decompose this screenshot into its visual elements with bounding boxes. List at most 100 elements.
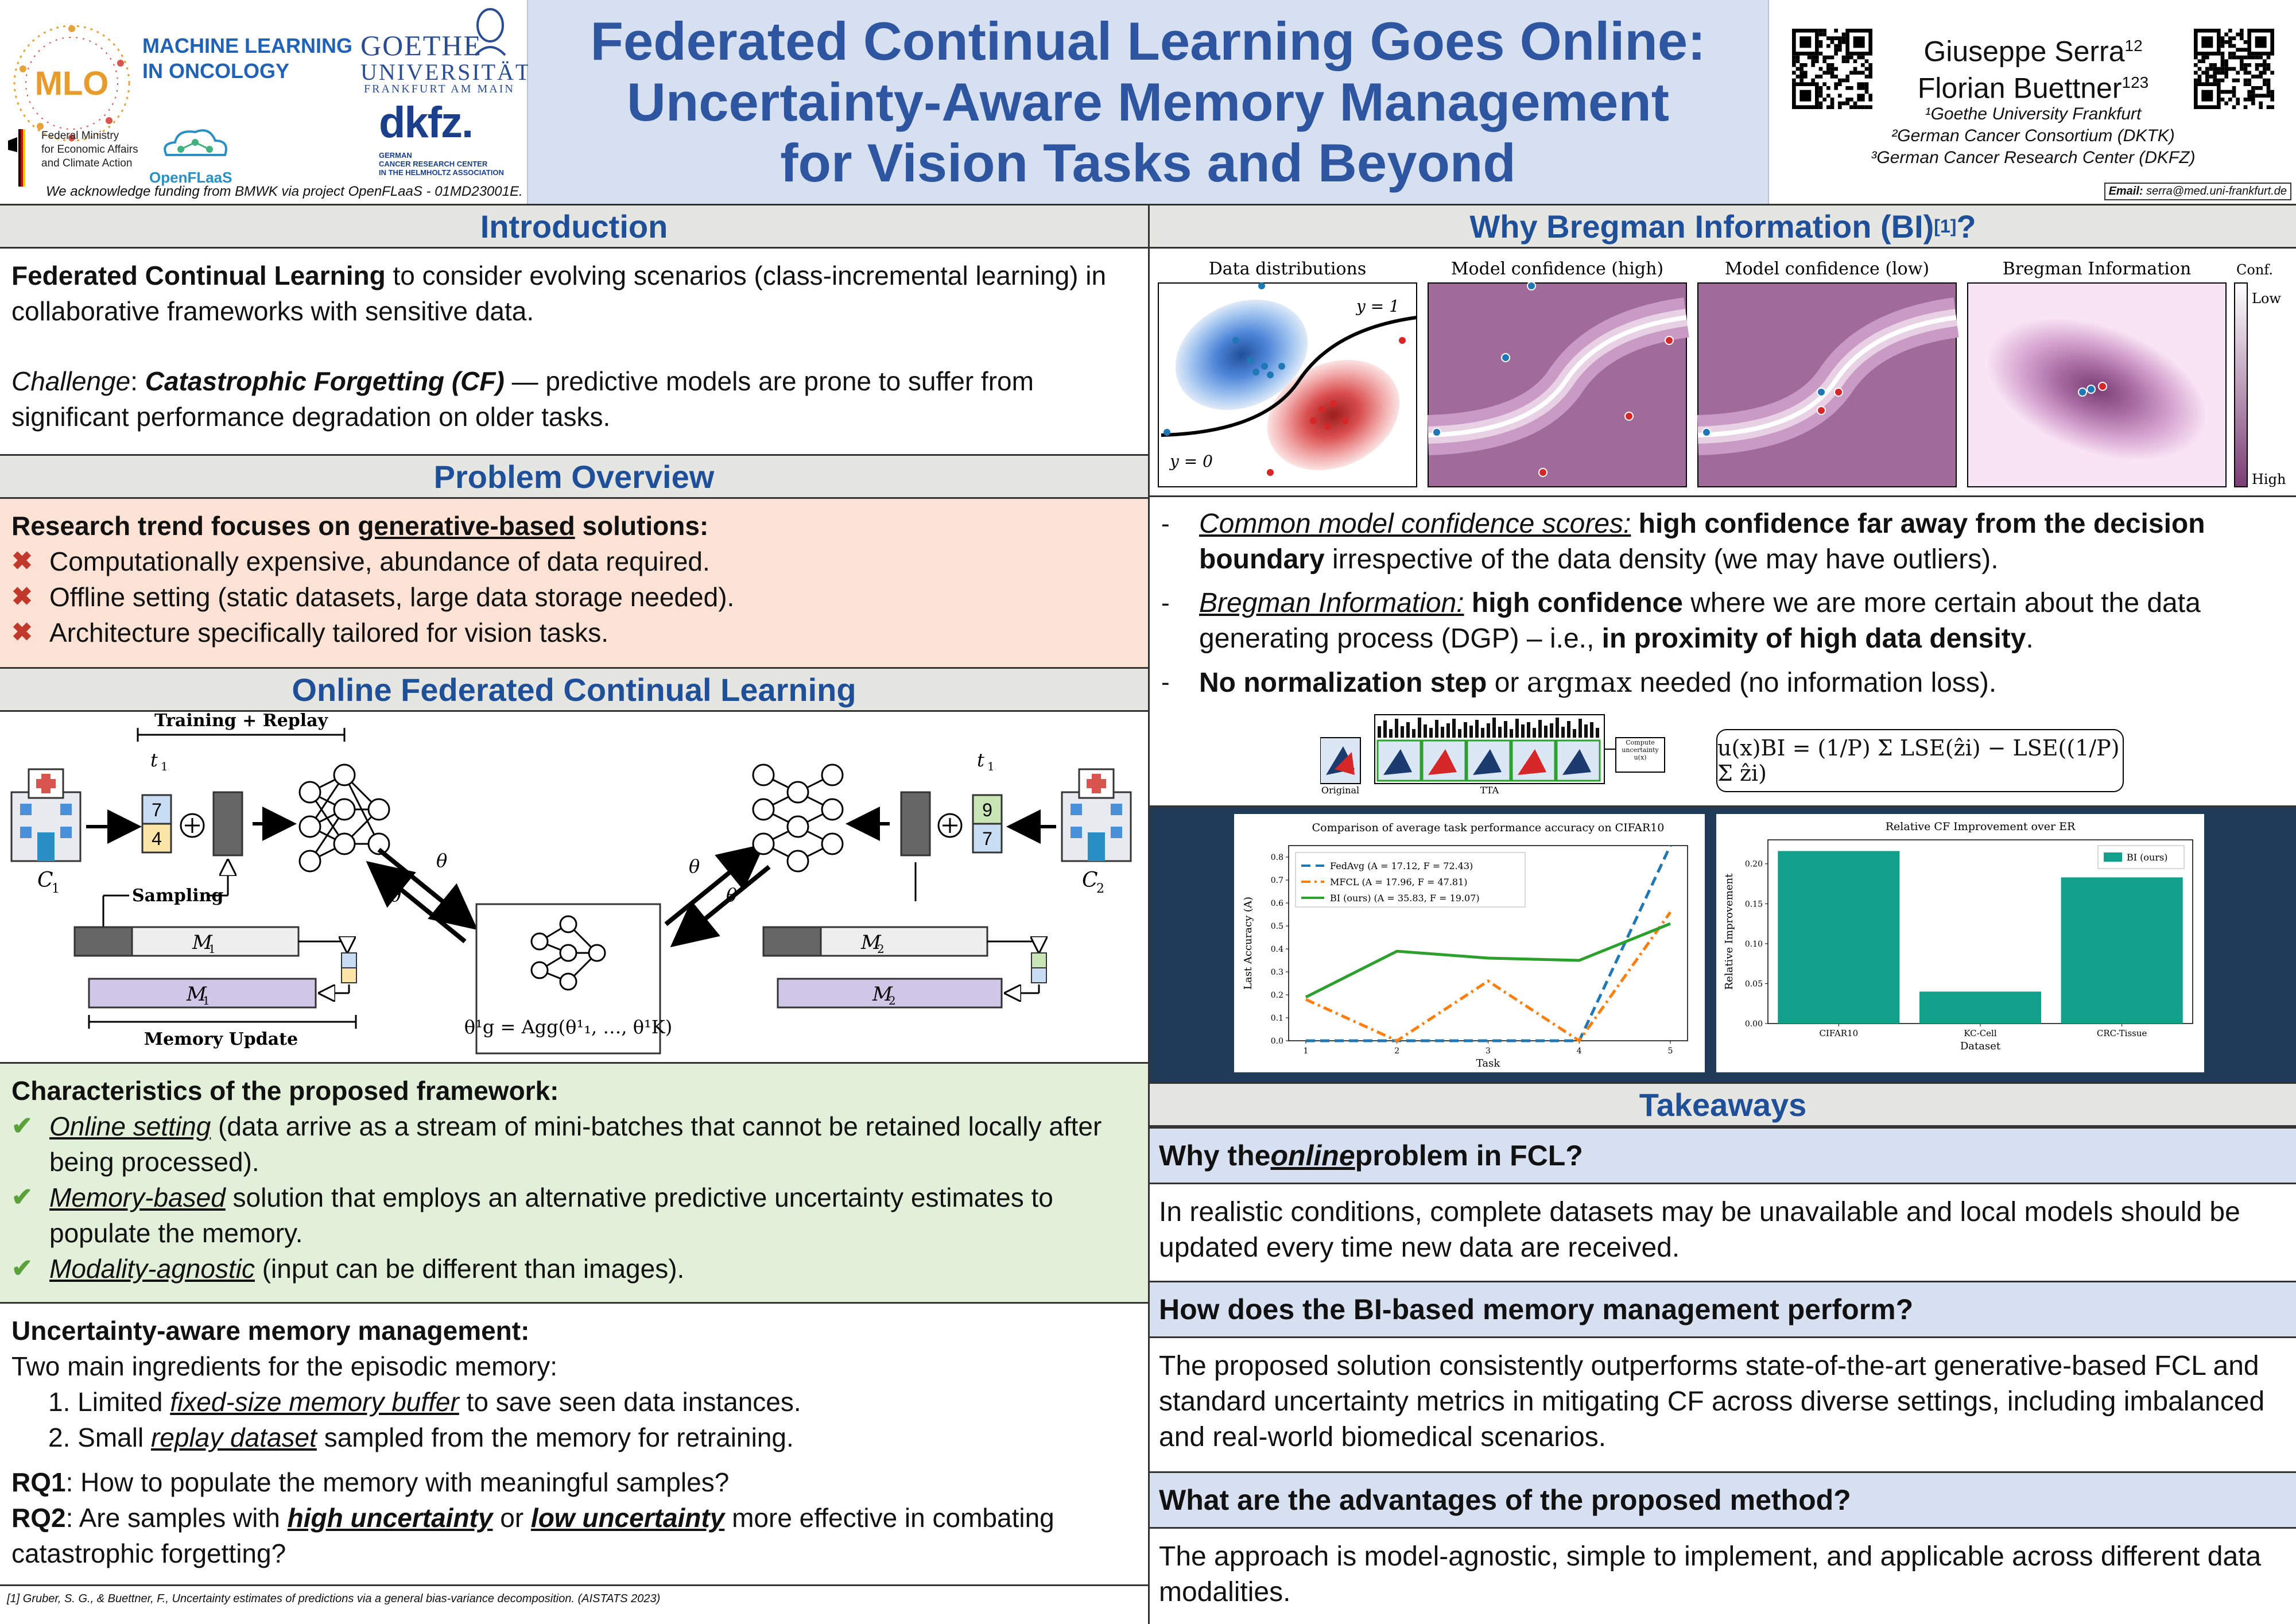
qr-code-github-icon[interactable] [2194, 29, 2274, 109]
qr-module [2197, 75, 2202, 79]
qr-module [2255, 75, 2259, 79]
qr-module [1830, 40, 1835, 44]
svg-text:y = 1: y = 1 [1355, 297, 1399, 316]
bi-formula: u(x)BI = (1/P) Σ LSE(ẑi) − LSE((1/P) Σ ẑ… [1716, 729, 2124, 792]
qr-module [2213, 75, 2217, 79]
qr-module [1818, 29, 1823, 33]
qr-finder [2201, 90, 2213, 102]
qr-module [2213, 63, 2217, 67]
qr-module [1845, 59, 1849, 63]
qr-module [1841, 59, 1846, 63]
qr-module [1861, 82, 1865, 86]
qr-module [2243, 98, 2248, 102]
qr-module [2205, 67, 2209, 71]
takeaway-answer-1: In realistic conditions, complete datase… [1159, 1197, 2240, 1263]
affiliation-1: ¹Goethe University Frankfurt [1925, 104, 2142, 123]
qr-module [1838, 82, 1842, 86]
qr-module [1861, 105, 1865, 109]
qr-module [2240, 36, 2244, 40]
qr-module [2209, 63, 2213, 67]
mlo-logo-icon: MLO [13, 25, 130, 142]
intro-heading: Introduction [0, 204, 1148, 249]
qr-module [1792, 55, 1796, 60]
qr-module [2228, 98, 2232, 102]
author-2: Florian Buettner123 [1917, 72, 2149, 104]
qr-module [2228, 40, 2232, 44]
eagle-icon [8, 129, 25, 187]
qr-module [1864, 86, 1869, 90]
qr-module [1818, 90, 1823, 94]
svg-text:Data distributions: Data distributions [1209, 259, 1367, 279]
qr-module [2255, 67, 2259, 71]
qr-module [1853, 67, 1857, 71]
legend-entry: MFCL (A = 17.96, F = 47.81) [1330, 877, 1468, 887]
svg-text:θ: θ [390, 884, 401, 906]
qr-module [1811, 59, 1815, 63]
neural-network-icon [298, 763, 390, 873]
confidence-high-plot [1427, 281, 1689, 487]
qr-module [2213, 78, 2217, 83]
qr-module [1834, 75, 1838, 79]
x-tick-label: KC-Cell [1964, 1028, 1997, 1038]
qr-module [2251, 98, 2255, 102]
qr-module [1822, 55, 1826, 60]
y-axis-label: Relative Improvement [1723, 873, 1735, 990]
qr-module [2228, 36, 2232, 40]
qr-module [2228, 52, 2232, 56]
qr-module [2220, 78, 2225, 83]
qr-module [2232, 105, 2236, 109]
svg-text:C: C [37, 869, 53, 892]
qr-module [1849, 98, 1853, 102]
bregman-information-plot [1967, 282, 2227, 487]
qr-module [2247, 98, 2251, 102]
x-tick-label: 3 [1486, 1047, 1491, 1056]
qr-module [2224, 59, 2228, 63]
qr-code-icon[interactable] [1792, 29, 1872, 109]
svg-text:7: 7 [982, 828, 992, 849]
qr-module [2236, 101, 2240, 106]
y-tick-label: 0.5 [1271, 922, 1283, 931]
qr-module [1864, 75, 1869, 79]
qr-module [1818, 40, 1823, 44]
qr-module [2220, 63, 2225, 67]
qr-module [1818, 75, 1823, 79]
qr-module [2266, 55, 2271, 60]
qr-module [2259, 86, 2263, 90]
takeaway-question-1: Why the online problem in FCL? [1150, 1127, 2296, 1184]
x-tick-label: CIFAR10 [1819, 1028, 1858, 1038]
goethe-portrait-icon [474, 8, 506, 56]
svg-text:t: t [977, 749, 984, 771]
qr-module [1857, 105, 1861, 109]
svg-text:TTA: TTA [1480, 785, 1499, 796]
author-1: Giuseppe Serra12 [1923, 35, 2143, 68]
qr-module [1849, 71, 1853, 75]
hospital-2-icon [1061, 768, 1132, 862]
qr-module [2232, 78, 2236, 83]
memory-management-body: Uncertainty-aware memory management: Two… [0, 1302, 1148, 1583]
qr-module [1795, 75, 1800, 79]
problem-body: Research trend focuses on generative-bas… [0, 499, 1148, 667]
svg-text:t: t [150, 749, 158, 771]
qr-module [2266, 78, 2271, 83]
qr-module [1830, 55, 1835, 60]
neural-network-icon [752, 763, 844, 873]
svg-text:M: M [192, 931, 213, 954]
x-axis-label: Task [1476, 1057, 1501, 1069]
qr-module [1807, 55, 1812, 60]
qr-module [2240, 29, 2244, 33]
dkfz-logo: dkfz. GERMAN CANCER RESEARCH CENTER IN T… [379, 98, 504, 177]
qr-module [1834, 29, 1838, 33]
qr-module [1864, 67, 1869, 71]
qr-module [2263, 94, 2267, 98]
qr-module [2243, 82, 2248, 86]
why-bi-heading: Why Bregman Information (BI)[1]? [1150, 204, 2296, 249]
qr-module [1838, 36, 1842, 40]
qr-module [2232, 36, 2236, 40]
qr-module [1861, 98, 1865, 102]
qr-module [1841, 40, 1846, 44]
qr-module [2270, 98, 2274, 102]
email-box[interactable]: Email: serra@med.uni-frankfurt.de [2104, 183, 2291, 200]
qr-module [2266, 90, 2271, 94]
svg-text:1: 1 [208, 942, 216, 956]
list-item: ✔Memory-based solution that employs an a… [11, 1180, 1137, 1251]
